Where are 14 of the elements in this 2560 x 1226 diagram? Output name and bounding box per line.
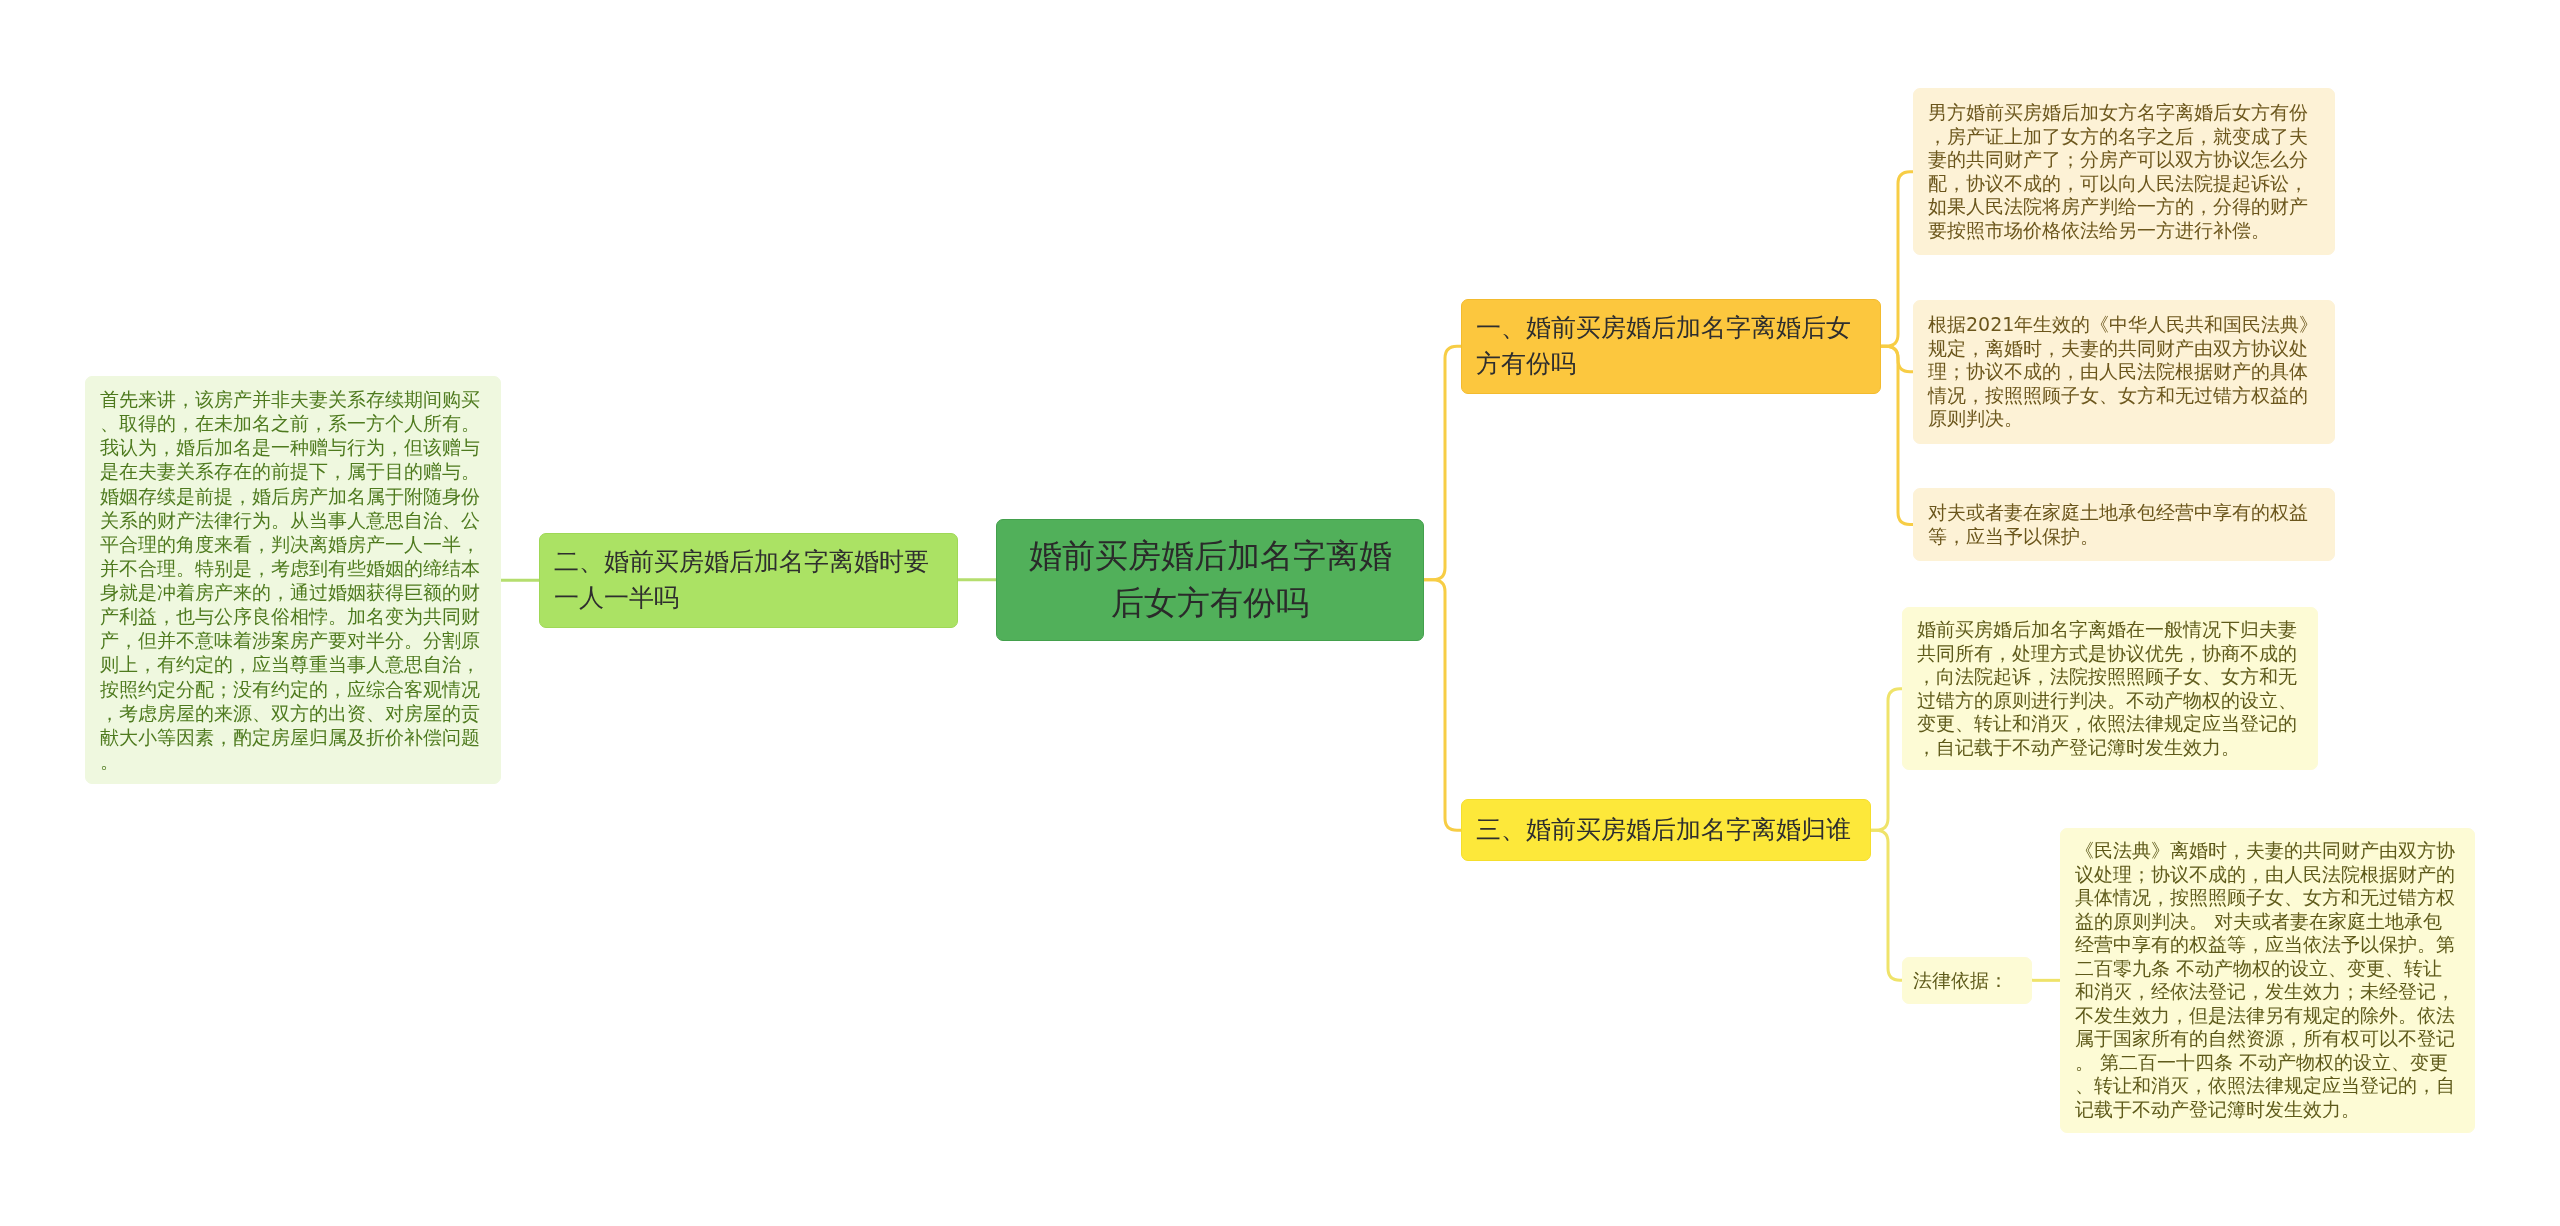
connector-line xyxy=(958,578,996,582)
connector-line xyxy=(501,578,539,582)
branch-topic-box: 三、婚前买房婚后加名字离婚归谁 xyxy=(1461,799,1871,862)
note-box: 根据2021年生效的《中华人民共和国民法典》规定，离婚时，夫妻的共同财产由双方协议处理；协议不成的，由人民法院根据财产的具体情况，按照照顾子女、女方和无过错方权益的原则判决。 xyxy=(1913,300,2335,444)
branch-topic-box: 二、婚前买房婚后加名字离婚时要一人一半吗 xyxy=(539,533,958,628)
note-box: 对夫或者妻在家庭土地承包经营中享有的权益等，应当予以保护。 xyxy=(1913,488,2335,562)
central-topic-box: 婚前买房婚后加名字离婚后女方有份吗 xyxy=(996,519,1424,641)
branch-topic-box: 一、婚前买房婚后加名字离婚后女方有份吗 xyxy=(1461,299,1881,394)
note-box: 婚前买房婚后加名字离婚在一般情况下归夫妻共同所有，处理方式是协议优先，协商不成的，向法院起诉，法院按照照顾子女、女方和无过错方的原则进行判决。不动产物权的设立、变更、转让和消灭，依照法律规定应当登记的，自记载于不动产登记簿时发生效力。 xyxy=(1902,607,2318,771)
note-box: 男方婚前买房婚后加女方名字离婚后女方有份，房产证上加了女方的名字之后，就变成了夫妻的共同财产了；分房产可以双方协议怎么分配，协议不成的，可以向人民法院提起诉讼，如果人民法院将房产判给一方的，分得的财产要按照市场价格依法给另一方进行补偿。 xyxy=(1913,88,2335,256)
connector-line xyxy=(2032,978,2060,982)
note-box: 《民法典》离婚时，夫妻的共同财产由双方协议处理；协议不成的，由人民法院根据财产的具体情况，按照照顾子女、女方和无过错方权益的原则判决。 对夫或者妻在家庭土地承包经营中享有的权益等，应当依法予以保护。第二百零九条 不动产物权的设立、变更、转让和消灭，经依法登记，发生效力；未经登记，不发生效力，但是法律另有规定的除外。依法属于国家所有的自然资源，所有权可以不登记。 第二百一十四条 不动产物权的设立、变更、转让和消灭，依照法律规定应当登记的，自记载于不动产登记簿时发生效力。 xyxy=(2060,828,2475,1133)
subtopic-box: 法律依据： xyxy=(1902,957,2032,1004)
note-box: 首先来讲，该房产并非夫妻关系存续期间购买、取得的，在未加名之前，系一方个人所有。我认为，婚后加名是一种赠与行为，但该赠与是在夫妻关系存在的前提下，属于目的赠与。婚姻存续是前提，婚后房产加名属于附随身份关系的财产法律行为。从当事人意思自治、公平合理的角度来看，判决离婚房产一人一半，并不合理。特别是，考虑到有些婚姻的缔结本身就是冲着房产来的，通过婚姻获得巨额的财产利益，也与公序良俗相悖。加名变为共同财产，但并不意味着涉案房产要对半分。分割原则上，有约定的，应当尊重当事人意思自治，按照约定分配；没有约定的，应综合客观情况，考虑房屋的来源、双方的出资、对房屋的贡献大小等因素，酌定房屋归属及折价补偿问题。 xyxy=(85,376,501,784)
